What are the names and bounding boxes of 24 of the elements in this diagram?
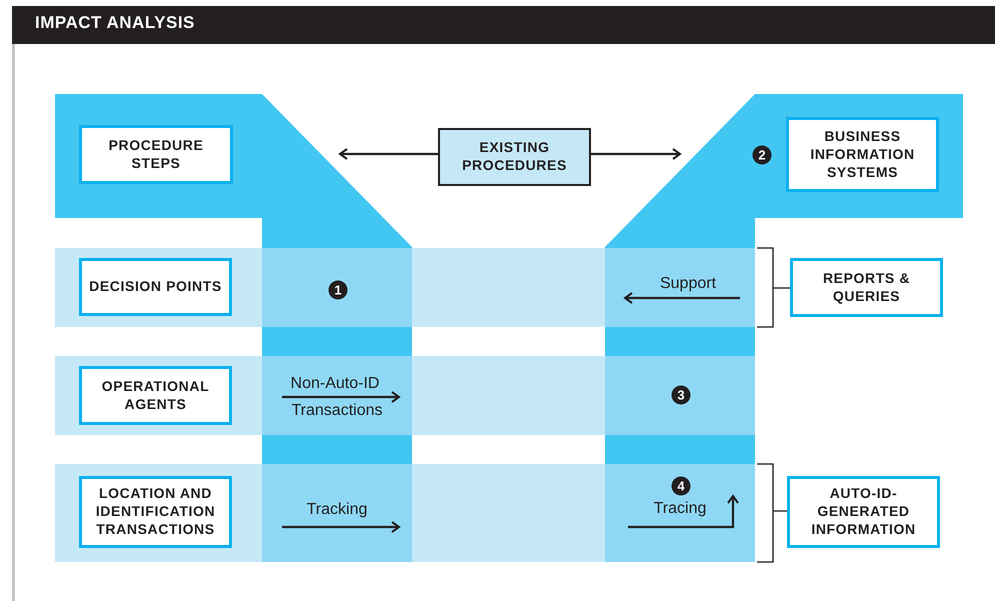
label-box (438, 128, 591, 186)
box-label: AUTO-ID- GENERATED INFORMATION (811, 485, 916, 537)
label-box (79, 258, 232, 316)
label-box (787, 476, 940, 548)
label-box (79, 366, 232, 425)
label-box (79, 125, 233, 184)
box-label: PROCEDURE STEPS (108, 136, 204, 170)
arrow (591, 148, 681, 160)
title: IMPACT ANALYSIS (35, 13, 195, 33)
arrow-label: Non-Auto-ID (290, 375, 380, 393)
label-box (786, 117, 939, 192)
box-label: DECISION POINTS (89, 278, 222, 294)
arrow-label: Transactions (292, 402, 382, 420)
box-label: REPORTS & QUERIES (822, 270, 910, 304)
box-label: LOCATION AND IDENTIFICATION TRANSACTIONS (96, 485, 216, 537)
label-box (79, 476, 232, 548)
arrow-label: Support (660, 275, 716, 293)
arrow-label: Tracking (306, 501, 368, 519)
box-label: EXISTING PROCEDURES (462, 139, 567, 173)
box-label: BUSINESS INFORMATION SYSTEMS (810, 128, 915, 180)
arrow-label: Tracing (654, 500, 706, 518)
box-label: OPERATIONAL AGENTS (102, 378, 210, 412)
label-box (790, 258, 943, 317)
arrow (339, 148, 438, 160)
